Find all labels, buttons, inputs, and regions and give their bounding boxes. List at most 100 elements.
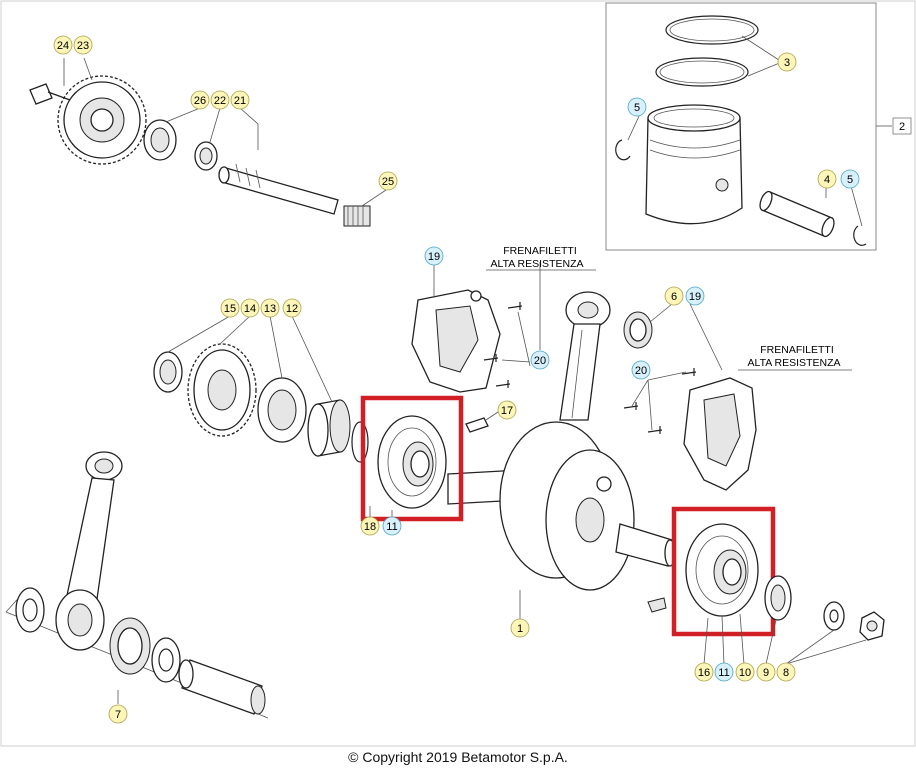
connecting-rod-kit-7 <box>5 451 269 719</box>
svg-text:18: 18 <box>364 521 376 533</box>
svg-text:25: 25 <box>382 176 394 188</box>
washer-15 <box>153 351 183 393</box>
piston-pin <box>759 190 835 238</box>
svg-text:24: 24 <box>57 40 69 52</box>
main-bearing-11-left <box>377 415 447 509</box>
svg-text:FRENAFILETTI: FRENAFILETTI <box>760 344 834 356</box>
svg-text:ALTA RESISTENZA: ALTA RESISTENZA <box>491 258 584 270</box>
highlight-box-left-bearing <box>360 395 464 522</box>
svg-text:20: 20 <box>534 355 546 367</box>
svg-text:3: 3 <box>784 57 790 69</box>
svg-text:7: 7 <box>115 709 121 721</box>
gear-14 <box>187 343 257 437</box>
circlip-right <box>853 225 867 246</box>
shim-18 <box>351 421 369 463</box>
crankcase-cover-right <box>683 377 757 491</box>
bush-22 <box>194 141 218 171</box>
piston <box>645 104 743 225</box>
callout-layer: 24 23 26 22 21 25 3 2 5 4 5 19 6 19 15 1… <box>53 35 912 724</box>
svg-text:ALTA RESISTENZA: ALTA RESISTENZA <box>748 357 841 369</box>
callout-4: 4 <box>817 169 837 189</box>
svg-text:2: 2 <box>899 121 905 133</box>
key-17 <box>465 417 489 433</box>
svg-text:6: 6 <box>671 291 677 303</box>
callout-21: 21 <box>230 90 250 110</box>
piston-ring-top <box>665 15 759 45</box>
callout-19-right: 19 <box>685 286 705 306</box>
copyright-notice: © Copyright 2019 Betamotor S.p.A. <box>348 749 568 765</box>
highlight-box-right-bearing <box>671 506 776 637</box>
svg-text:19: 19 <box>689 291 701 303</box>
callout-25: 25 <box>378 171 398 191</box>
screws-20-right <box>623 368 697 434</box>
svg-text:10: 10 <box>739 667 751 679</box>
callout-22: 22 <box>210 90 230 110</box>
piston-ring-second <box>655 57 749 87</box>
crankshaft-1 <box>447 421 676 591</box>
small-end-bearing-6 <box>623 311 653 349</box>
svg-text:16: 16 <box>698 667 710 679</box>
circlip-left <box>615 139 631 161</box>
needle-bearing-25 <box>343 205 371 227</box>
callout-11-right: 11 <box>714 662 734 682</box>
oil-seal-13 <box>257 377 307 443</box>
callout-2: 2 <box>892 117 912 135</box>
callout-20-left: 20 <box>530 350 550 370</box>
svg-text:5: 5 <box>847 174 853 186</box>
callout-19-left: 19 <box>424 246 444 266</box>
svg-text:17: 17 <box>501 405 513 417</box>
bolt-24 <box>29 83 71 105</box>
callout-16: 16 <box>694 662 714 682</box>
washer-10 <box>823 601 845 631</box>
svg-text:23: 23 <box>77 40 89 52</box>
svg-text:FRENAFILETTI: FRENAFILETTI <box>503 245 577 257</box>
primary-gear-23 <box>57 75 147 165</box>
svg-text:20: 20 <box>635 365 647 377</box>
callout-12: 12 <box>282 298 302 318</box>
spacer-12 <box>307 399 351 457</box>
callout-15: 15 <box>220 298 240 318</box>
callout-23: 23 <box>73 35 93 55</box>
svg-text:19: 19 <box>428 251 440 263</box>
callout-20-right: 20 <box>631 360 651 380</box>
callout-3: 3 <box>777 52 797 72</box>
oil-seal-9 <box>764 575 792 621</box>
svg-text:13: 13 <box>264 303 276 315</box>
callout-11-left: 11 <box>382 516 402 536</box>
connecting-rod-assembled <box>559 291 611 421</box>
svg-text:11: 11 <box>718 667 729 679</box>
crankcase-cover-left <box>411 289 501 393</box>
svg-text:11: 11 <box>386 521 397 533</box>
callout-18: 18 <box>360 516 380 536</box>
callout-26: 26 <box>190 90 210 110</box>
svg-text:22: 22 <box>214 95 226 107</box>
threadlock-note-left: FRENAFILETTI ALTA RESISTENZA <box>486 245 596 271</box>
svg-text:8: 8 <box>783 667 789 679</box>
screws-20-left <box>483 302 523 388</box>
callout-9: 9 <box>756 662 776 682</box>
balance-shaft-21 <box>218 163 339 215</box>
callout-10: 10 <box>735 662 755 682</box>
callout-5-upper: 5 <box>627 97 647 117</box>
threadlock-note-right: FRENAFILETTI ALTA RESISTENZA <box>738 344 852 371</box>
main-bearing-11-right <box>685 523 759 617</box>
callout-8: 8 <box>776 662 796 682</box>
svg-text:14: 14 <box>244 303 256 315</box>
callout-17: 17 <box>497 400 517 420</box>
callout-1: 1 <box>510 618 530 638</box>
nut-8 <box>859 611 885 641</box>
callout-13: 13 <box>260 298 280 318</box>
callout-24: 24 <box>53 35 73 55</box>
svg-text:4: 4 <box>824 174 830 186</box>
svg-text:15: 15 <box>224 303 236 315</box>
svg-text:12: 12 <box>286 303 298 315</box>
callout-14: 14 <box>240 298 260 318</box>
svg-text:21: 21 <box>234 95 246 107</box>
svg-text:9: 9 <box>763 667 769 679</box>
callout-6: 6 <box>664 286 684 306</box>
svg-text:26: 26 <box>194 95 206 107</box>
svg-text:5: 5 <box>634 102 640 114</box>
sheet-frame <box>0 0 916 747</box>
bearing-26 <box>143 119 177 161</box>
